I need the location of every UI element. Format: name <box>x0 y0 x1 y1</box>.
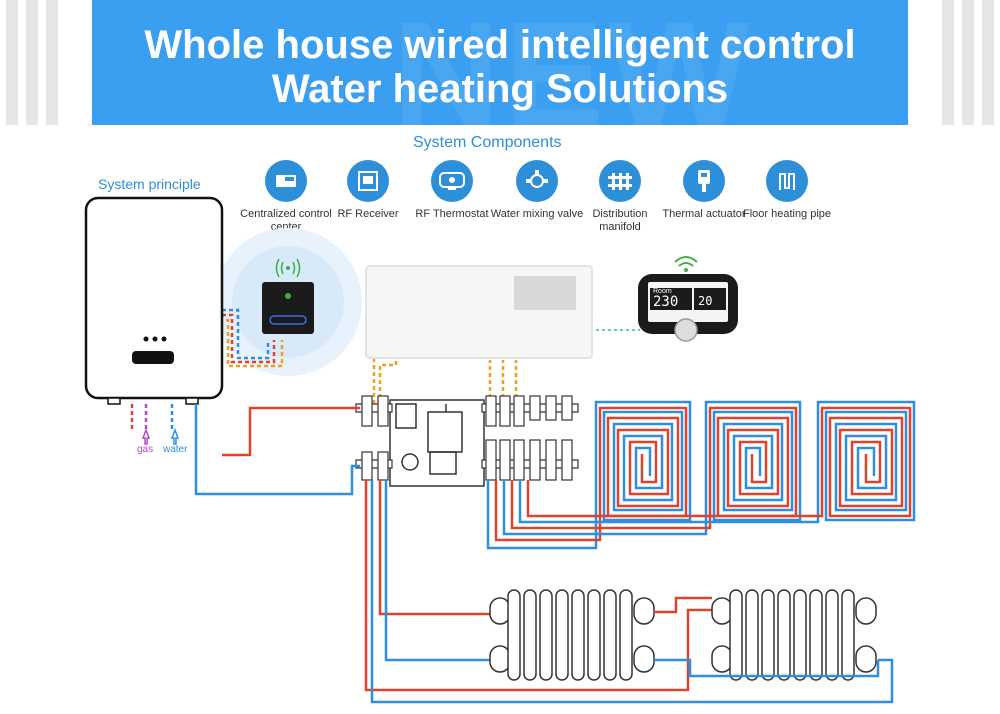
header-banner: NEW Whole house wired intelligent contro… <box>92 0 908 158</box>
watermark-text: NEW <box>392 0 754 158</box>
thermostat-room-temp: 20 <box>698 294 713 308</box>
title-line-1: Whole house wired intelligent control <box>144 23 856 67</box>
component-mixing-valve: Water mixing valve <box>489 160 585 221</box>
water-label: water <box>163 444 188 455</box>
manifold-icon <box>599 160 641 202</box>
rf-receiver-icon <box>347 160 389 202</box>
component-label: Floor heating pipe <box>742 208 832 220</box>
boiler-supply-pipes <box>130 404 174 432</box>
system-principle-heading: System principle <box>98 176 201 192</box>
title-line-2: Water heating Solutions <box>271 67 729 111</box>
left-stripes-decoration <box>0 0 75 125</box>
receiver-wires <box>222 308 284 368</box>
radiator-right <box>711 589 877 681</box>
component-rf-receiver: RF Receiver <box>320 160 416 221</box>
thermostat-room-label: Room <box>653 288 672 295</box>
control-center-icon <box>265 160 307 202</box>
thermal-actuator-icon <box>683 160 725 202</box>
distribution-manifold-left <box>355 395 393 481</box>
component-floor-heating-pipe: Floor heating pipe <box>739 160 835 221</box>
centralized-control-box <box>365 265 593 359</box>
component-label: RF Thermostat <box>415 208 489 220</box>
mixing-valve-icon <box>516 160 558 202</box>
component-label: RF Receiver <box>337 208 399 220</box>
rf-receiver-device <box>262 258 314 334</box>
thermostat-main-temp: 230 <box>653 294 679 310</box>
mixing-pump-unit <box>389 399 485 487</box>
component-rf-thermostat: RF Thermostat <box>404 160 500 221</box>
distribution-manifold-right <box>481 395 579 481</box>
system-components-heading: System Components <box>413 134 562 151</box>
radiator-link-cold <box>654 658 880 678</box>
component-label: Thermal actuator <box>662 208 746 220</box>
radiator-lines <box>364 480 894 704</box>
floor-heating-loops <box>486 400 916 550</box>
radiator-link-hot <box>654 596 712 614</box>
floor-heating-pipe-icon <box>766 160 808 202</box>
rf-thermostat-icon <box>431 160 473 202</box>
boiler-main-lines <box>194 404 360 496</box>
inlet-arrows <box>141 427 180 445</box>
component-distribution-manifold: Distribution manifold <box>572 160 668 234</box>
component-thermal-actuator: Thermal actuator <box>656 160 752 221</box>
radiator-left <box>489 589 655 681</box>
rf-thermostat-device <box>638 256 738 342</box>
component-label: Water mixing valve <box>490 208 584 220</box>
gas-label: gas <box>137 444 154 455</box>
component-label: Distribution manifold <box>592 208 648 233</box>
right-stripes-decoration <box>925 0 1000 125</box>
boiler <box>84 196 224 405</box>
